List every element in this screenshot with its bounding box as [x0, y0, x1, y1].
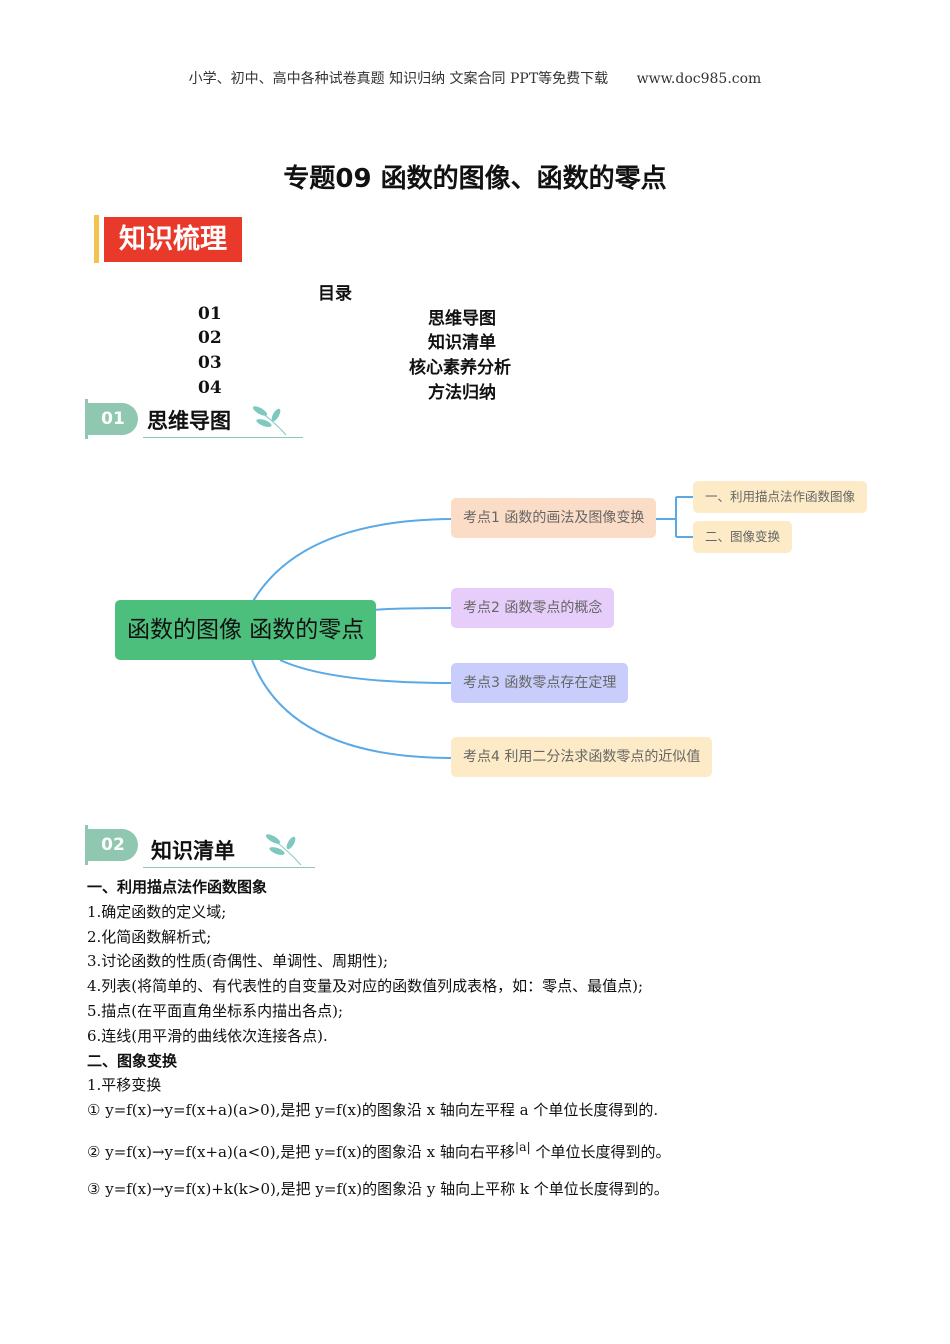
- step: 4.列表(将简单的、有代表性的自变量及对应的函数值列成表格，如：零点、最值点);: [87, 977, 644, 996]
- section-title: 知识清单: [151, 839, 235, 863]
- step: 1.确定函数的定义域;: [87, 902, 227, 921]
- step: 3.讨论函数的性质(奇偶性、单调性、周期性);: [87, 952, 389, 971]
- rule-text: 个单位长度得到的。: [530, 1142, 671, 1161]
- header-link[interactable]: www.doc985.com: [636, 71, 762, 87]
- section-heading-checklist: 02 知识清单: [85, 825, 320, 868]
- toc-link[interactable]: 核心素养分析: [409, 358, 511, 378]
- banner-accent: [94, 215, 99, 263]
- toc-link[interactable]: 思维导图: [428, 309, 496, 329]
- toc-num: 03: [198, 353, 222, 373]
- step: 6.连线(用平滑的曲线依次连接各点).: [87, 1026, 328, 1045]
- toc-heading: 目录: [318, 284, 352, 304]
- toc-num: 01: [198, 304, 222, 324]
- header-text: 小学、初中、高中各种试卷真题 知识归纳 文案合同 PPT等免费下载: [188, 71, 609, 87]
- mindmap-node: 考点1 函数的画法及图像变换: [451, 498, 657, 538]
- toc-link[interactable]: 方法归纳: [428, 383, 496, 403]
- section-title: 思维导图: [147, 409, 231, 433]
- rule: ③ y=f(x)→y=f(x)+k(k>0),是把 y=f(x)的图象沿 y 轴…: [87, 1179, 669, 1198]
- section-number: 02: [88, 829, 138, 861]
- mindmap-subnode: 一、利用描点法作函数图像: [693, 481, 868, 513]
- toc-num: 04: [198, 378, 222, 398]
- mindmap-root: 函数的图像 函数的零点: [115, 600, 377, 660]
- subheading: 二、图象变换: [87, 1051, 178, 1070]
- mindmap-node: 考点2 函数零点的概念: [451, 588, 615, 628]
- knowledge-content: 一、利用描点法作函数图象 1.确定函数的定义域; 2.化简函数解析式; 3.讨论…: [87, 875, 887, 1202]
- subheading: 一、利用描点法作函数图象: [87, 878, 268, 896]
- mindmap-connectors: [251, 496, 695, 759]
- page-title: 专题09 函数的图像、函数的零点: [283, 164, 667, 194]
- subsection: 1.平移变换: [87, 1076, 162, 1095]
- page-header: 小学、初中、高中各种试卷真题 知识归纳 文案合同 PPT等免费下载 www.do…: [0, 68, 950, 88]
- rule: ① y=f(x)→y=f(x+a)(a>0),是把 y=f(x)的图象沿 x 轴…: [87, 1101, 659, 1120]
- section-heading-mindmap: 01 思维导图: [85, 399, 305, 439]
- step: 2.化简函数解析式;: [87, 927, 212, 946]
- rule: ② y=f(x)→y=f(x+a)(a<0),是把 y=f(x)的图象沿 x 轴…: [87, 1135, 887, 1165]
- leaf-icon: [265, 834, 302, 866]
- toc-num: 02: [198, 328, 222, 348]
- mindmap-node: 考点3 函数零点存在定理: [451, 663, 629, 703]
- abs-a: |a|: [514, 1138, 531, 1154]
- section-number: 01: [88, 403, 138, 435]
- mindmap-subnode: 二、图像变换: [693, 521, 793, 553]
- toc-link[interactable]: 知识清单: [428, 333, 496, 353]
- leaf-icon: [252, 406, 287, 436]
- mindmap-node: 考点4 利用二分法求函数零点的近似值: [451, 737, 713, 777]
- banner: 知识梳理: [104, 217, 242, 262]
- step: 5.描点(在平面直角坐标系内描出各点);: [87, 1001, 344, 1020]
- rule-text: ② y=f(x)→y=f(x+a)(a<0),是把 y=f(x)的图象沿 x 轴…: [87, 1142, 515, 1161]
